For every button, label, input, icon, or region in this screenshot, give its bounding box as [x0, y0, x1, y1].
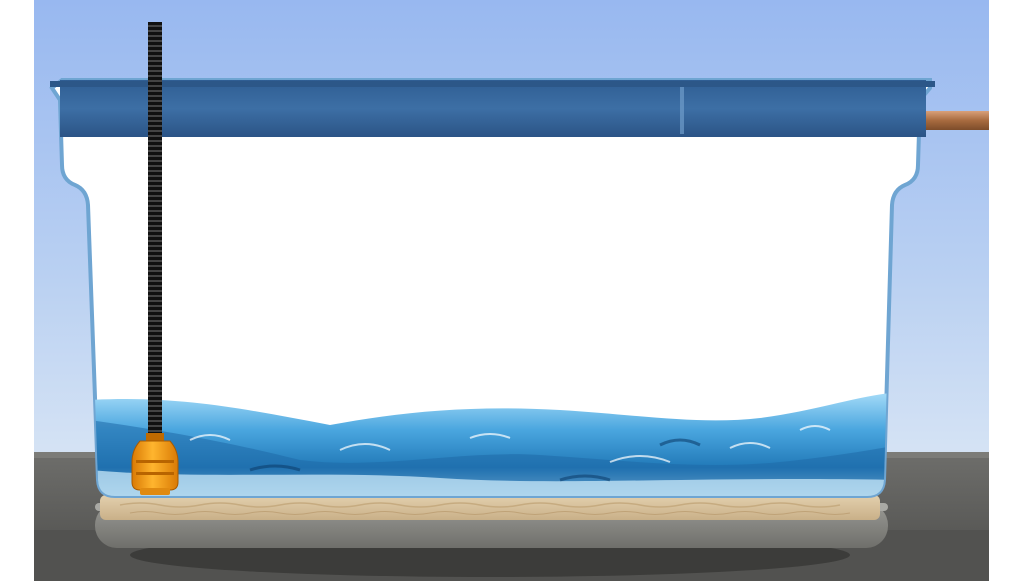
corrugated-hose	[148, 22, 162, 444]
water	[90, 392, 900, 496]
sand-bed	[100, 495, 880, 520]
water-tank	[49, 78, 935, 498]
submersible-pump	[131, 433, 179, 495]
